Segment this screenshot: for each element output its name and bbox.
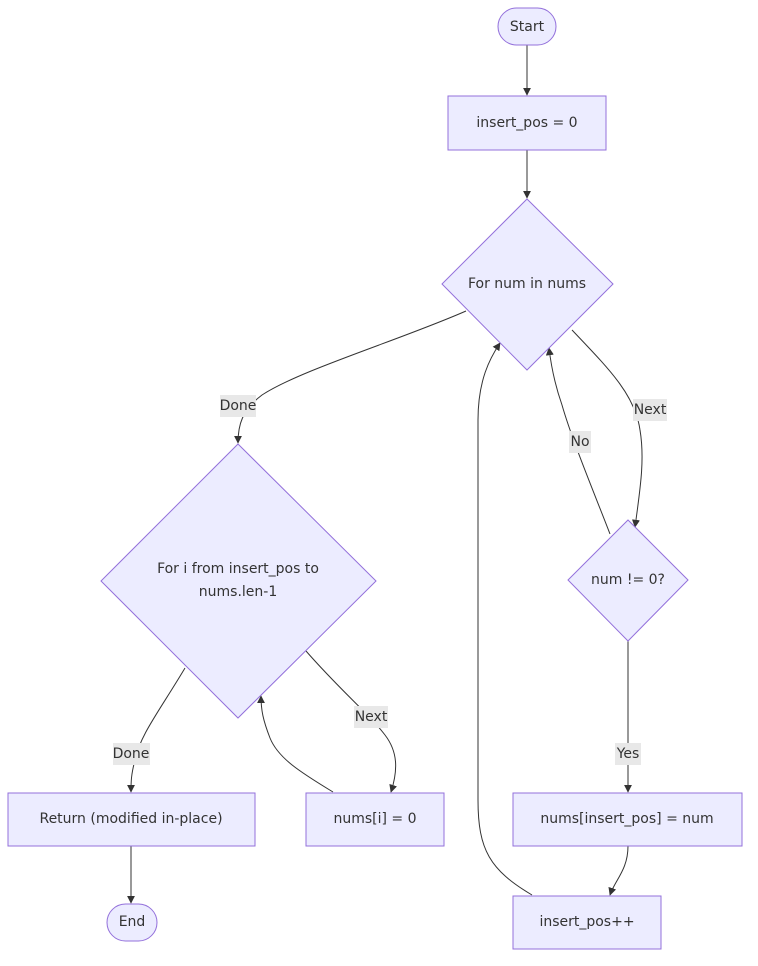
edge-label-next-inner: Next — [354, 706, 388, 728]
edge-increment-to-loop — [477, 342, 533, 896]
node-increment[interactable]: insert_pos++ — [512, 895, 662, 950]
node-fill-loop-decision[interactable]: For i from insert_pos to nums.len-1 — [100, 443, 377, 719]
edge-label-next-inner-text: Next — [355, 709, 388, 725]
node-zero[interactable]: nums[i] = 0 — [305, 792, 445, 847]
edge-label-yes: Yes — [615, 743, 641, 765]
node-check-decision[interactable]: num != 0? — [567, 519, 689, 642]
edge-label-next-outer-text: Next — [634, 402, 667, 418]
node-start[interactable]: Start — [497, 7, 557, 46]
node-return[interactable]: Return (modified in-place) — [7, 792, 256, 847]
node-check-label: num != 0? — [591, 572, 665, 588]
edge-loop-to-check — [571, 329, 643, 528]
node-fill-loop-label-line1: For i from insert_pos to — [157, 561, 319, 577]
edge-label-yes-text: Yes — [616, 746, 640, 762]
edge-fill-loop-to-return — [127, 667, 186, 793]
node-increment-label: insert_pos++ — [539, 914, 634, 930]
node-fill-loop-label-line2: nums.len-1 — [199, 584, 277, 600]
edge-label-next-outer: Next — [633, 399, 667, 421]
node-end-label: End — [119, 914, 146, 930]
edge-label-done-outer-text: Done — [220, 398, 257, 414]
node-assign[interactable]: nums[insert_pos] = num — [512, 792, 743, 847]
edge-loop-to-fill-loop — [234, 310, 467, 444]
node-loop-decision[interactable]: For num in nums — [441, 198, 614, 371]
edge-label-no: No — [569, 431, 591, 453]
node-loop-label: For num in nums — [468, 276, 586, 292]
node-init-label: insert_pos = 0 — [476, 115, 577, 131]
edge-fill-loop-to-zero — [305, 650, 397, 793]
node-start-label: Start — [510, 19, 545, 35]
node-end[interactable]: End — [106, 903, 158, 942]
edge-check-to-loop — [545, 347, 611, 535]
node-zero-label: nums[i] = 0 — [333, 811, 416, 827]
edge-assign-to-increment — [608, 845, 629, 896]
edge-label-no-text: No — [570, 434, 589, 450]
node-init[interactable]: insert_pos = 0 — [447, 95, 607, 151]
edge-label-done-inner: Done — [113, 743, 150, 765]
node-assign-label: nums[insert_pos] = num — [540, 811, 713, 827]
edge-zero-to-fill-loop — [257, 695, 334, 793]
node-return-label: Return (modified in-place) — [39, 811, 222, 827]
edge-label-done-inner-text: Done — [113, 746, 150, 762]
edge-label-done-outer: Done — [220, 395, 257, 417]
